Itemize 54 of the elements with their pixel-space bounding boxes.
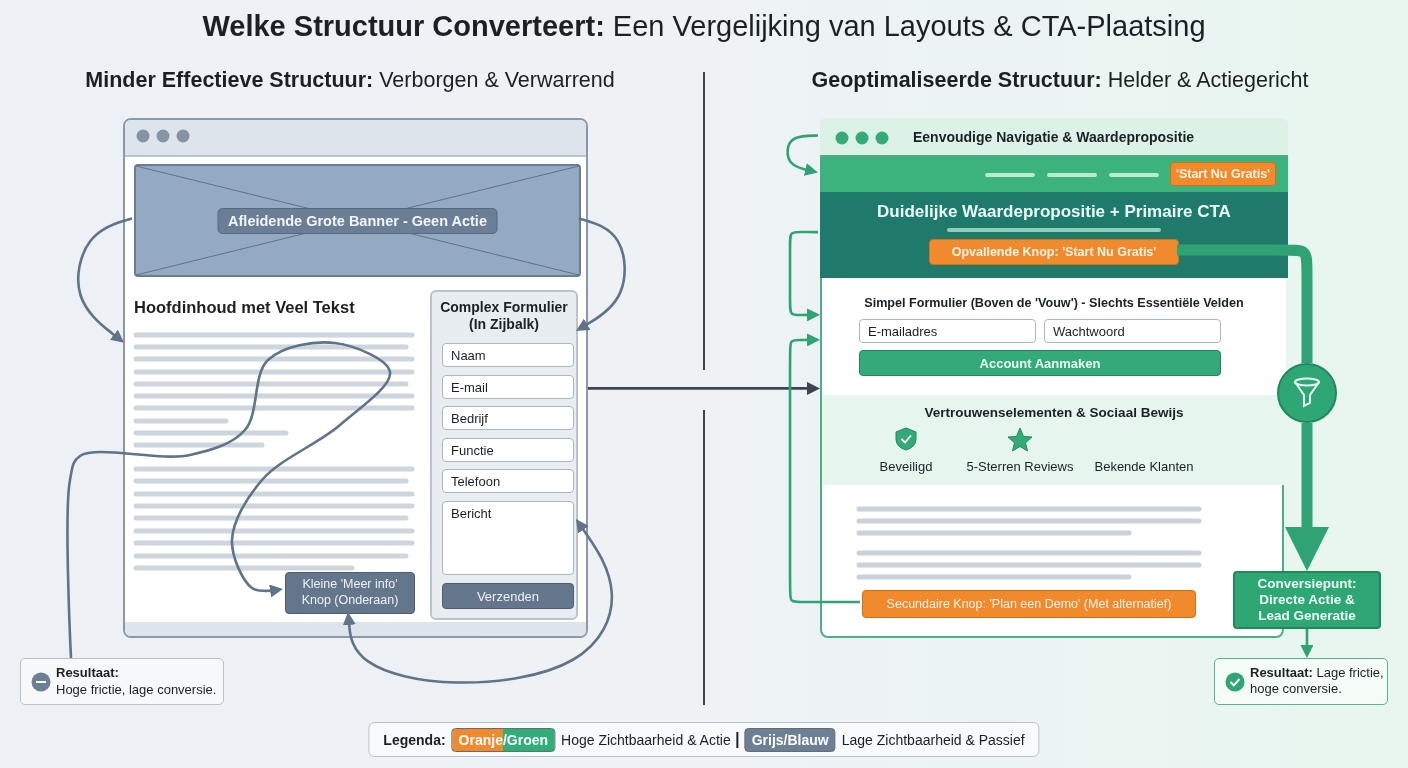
arrow: [788, 333, 860, 604]
title: Welke Structuur Converteert: Een Vergelijking van Layouts & CTA-Plaatsing: [201, 10, 1207, 43]
secondary-cta-button: Secundaire Knop: 'Plan een Demo' (Met alternatief): [862, 590, 1196, 618]
input-field: E-mailadres: [859, 319, 1036, 343]
legend-title: Legenda:: [383, 731, 446, 748]
legend-swatch: Grijs/Blauw: [744, 727, 836, 752]
arrow: [66, 341, 392, 659]
funnel-circle: [1277, 363, 1337, 423]
input-field: E-mail: [442, 375, 574, 399]
result-card: [20, 658, 224, 705]
arrow: [76, 217, 133, 343]
input-field: Wachtwoord: [1044, 319, 1221, 343]
form-heading: Complex Formulier (In Zijbalk): [439, 299, 569, 333]
hero-heading: Duidelijke Waardepropositie + Primaire CTA: [876, 202, 1232, 222]
input-field: Naam: [442, 343, 574, 367]
browser-window: [123, 118, 588, 638]
section-heading: Minder Effectieve Structuur: Verborgen & Verwarrend: [84, 68, 616, 93]
trust-label: Beveiligd: [878, 459, 934, 474]
content-heading: Hoofdinhoud met Veel Tekst: [134, 298, 355, 317]
hero-section: [820, 192, 1288, 278]
result-card: [1214, 658, 1388, 705]
banner-label: Afleidende Grote Banner - Geen Actie: [217, 208, 498, 234]
conversion-point-box: Conversiepunt: Directe Actie & Lead Generatie: [1233, 571, 1381, 629]
thick-arrow: [1285, 423, 1329, 571]
result-text: Hoge frictie, lage conversie.: [56, 682, 217, 697]
trust-label: Bekende Klanten: [1093, 459, 1195, 474]
trust-label: 5-Sterren Reviews: [965, 459, 1075, 474]
arrow: [786, 134, 819, 176]
legend-text: Lage Zichtbaarheid & Passief: [841, 731, 1025, 748]
more-info-button: Kleine 'Meer info' Knop (Onderaan): [285, 572, 415, 614]
result-heading: Resultaat:: [56, 665, 119, 680]
submit-button: Verzenden: [442, 583, 574, 609]
title-bar-text: Eenvoudige Navigatie & Waardepropositie: [913, 129, 1195, 145]
primary-cta-button: Opvallende Knop: 'Start Nu Gratis': [929, 239, 1179, 265]
textarea-field: Bericht: [442, 501, 574, 575]
input-field: Telefoon: [442, 469, 574, 493]
section-heading: Geoptimaliseerde Structuur: Helder & Actiegericht: [810, 68, 1310, 93]
legend-text: Hoge Zichtbaarheid & Actie: [561, 731, 731, 748]
arrow: [788, 230, 820, 322]
arrow: [576, 217, 626, 331]
result-text: Resultaat: Lage frictie, hoge conversie.: [1250, 665, 1385, 698]
arrow: [1300, 629, 1314, 658]
form-heading: Simpel Formulier (Boven de 'Vouw') - Slechts Essentiële Velden: [863, 296, 1245, 310]
navigation-bar: [820, 157, 1288, 192]
cta-button: 'Start Nu Gratis': [1170, 162, 1276, 186]
input-field: Functie: [442, 438, 574, 462]
trust-heading: Vertrouwenselementen & Sociaal Bewijs: [923, 405, 1185, 420]
input-field: Bedrijf: [442, 406, 574, 430]
arrow: [342, 519, 614, 684]
arrow: [588, 381, 820, 395]
create-account-button: Account Aanmaken: [859, 350, 1221, 376]
trust-section: [822, 395, 1286, 485]
title-bar: [820, 118, 1288, 157]
sidebar-form-panel: [430, 290, 578, 620]
